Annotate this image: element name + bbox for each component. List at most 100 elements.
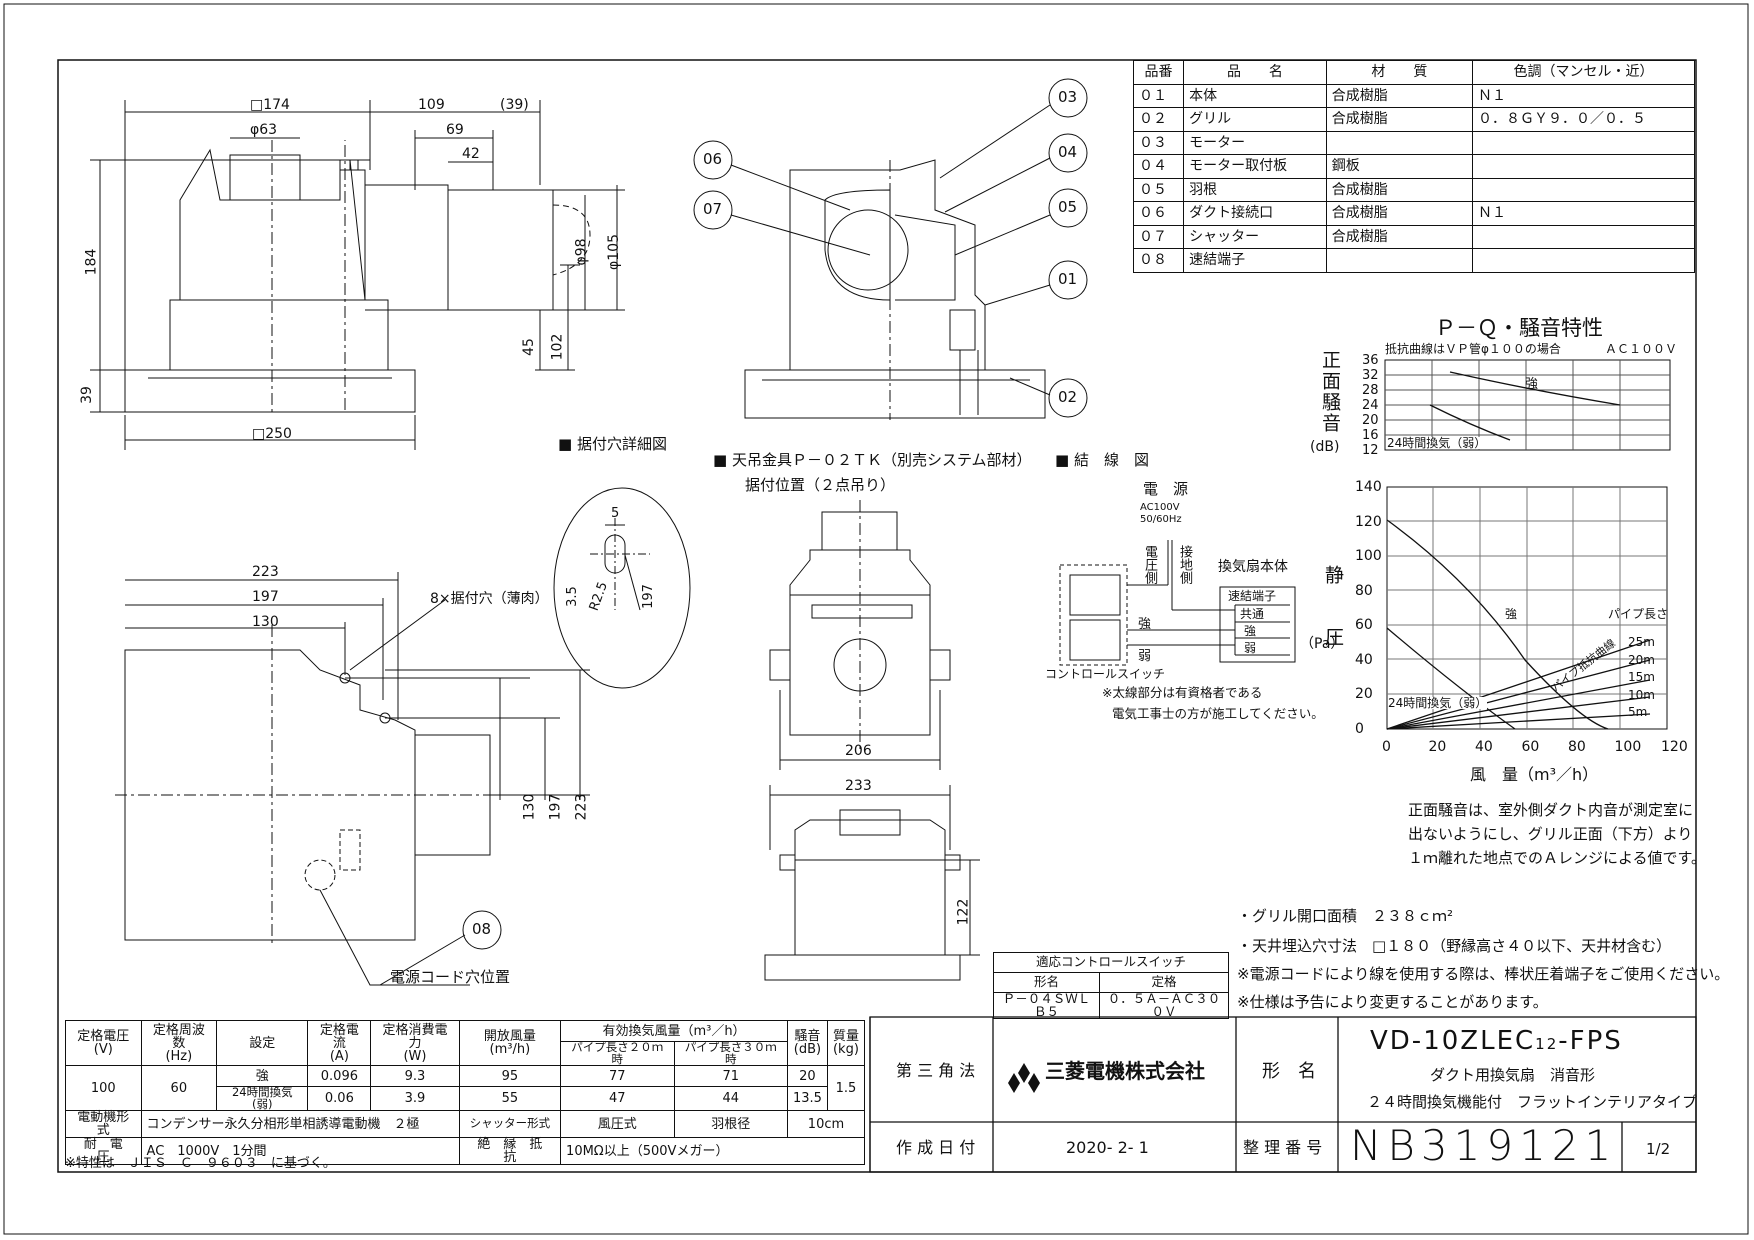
noise-chart-ylabel: 正面騒音 [1319, 350, 1341, 434]
wiring-switch: コントロールスイッチ [1045, 667, 1166, 681]
callout-04: 04 [1058, 143, 1078, 161]
parts-cell [1472, 248, 1695, 273]
spec-withstand: AC 1000V 1分間 [140, 1137, 460, 1165]
callout-01: 01 [1058, 270, 1078, 288]
pq-pipe-length-label: 15m [1628, 670, 1655, 684]
spec-r2-current: 0.06 [307, 1086, 372, 1111]
callout-06: 06 [703, 150, 723, 168]
model-main: VD-10ZLEC [1370, 1026, 1536, 1056]
parts-cell: ０４ [1132, 154, 1185, 179]
spec-h-current: 定格電流(A) [307, 1020, 372, 1066]
parts-cell [1325, 248, 1474, 273]
noise-series-weak: 24時間換気（弱） [1387, 436, 1487, 450]
switch-h1: 形名 [992, 972, 1101, 993]
spec-footnote: ※特性は ＪＩＳ Ｃ ９６０３ に基づく。 [65, 1156, 336, 1171]
parts-cell: ０．８ＧＹ９．０／０．５ [1472, 107, 1695, 132]
pq-series-weak: 24時間換気（弱） [1388, 696, 1488, 710]
spec-h-mass: 質量(kg) [826, 1020, 866, 1066]
model-number: VD-10ZLEC12-FPS [1370, 1028, 1623, 1054]
hole-detail-drawing [553, 487, 691, 689]
drawing-number: NB319121 [1350, 1121, 1618, 1170]
pq-chart-curves [1386, 519, 1651, 730]
spec-shutter-label: シャッター形式 [458, 1110, 562, 1138]
spec-r2-noise: 13.5 [786, 1086, 828, 1111]
noise-y-tick: 28 [1362, 383, 1379, 398]
plan-dim-v130: 130 [521, 793, 538, 821]
side-view-drawing [90, 100, 625, 450]
spec-r1-30m: 71 [673, 1065, 788, 1087]
switch-h2: 定格 [1099, 972, 1229, 993]
desc1: ダクト用換気扇 消音形 [1430, 1066, 1596, 1084]
title-block-frame [869, 1016, 1697, 1173]
pq-y-tick: 100 [1355, 548, 1382, 564]
parts-cell: ０７ [1132, 224, 1185, 249]
noise-chart-curves [1429, 371, 1621, 441]
pq-y-tick: 120 [1355, 513, 1382, 530]
wiring-weak-wire: 弱 [1138, 649, 1152, 664]
pq-note2: 出ないようにし、グリル正面（下方）より [1408, 825, 1693, 843]
wiring-terminal: 速結端子 [1228, 589, 1277, 603]
spec-r1-20m: 77 [560, 1065, 675, 1087]
pq-x-tick: 40 [1475, 739, 1493, 755]
pq-chart-grid [1386, 486, 1668, 730]
noise-y-tick: 12 [1362, 443, 1379, 458]
hole-dim-5: 5 [611, 506, 620, 521]
pq-pipe-length: パイプ長さ [1608, 607, 1669, 621]
hanger-title-text: 天吊金具Ｐ－０２ＴＫ（別売システム部材） [731, 451, 1032, 469]
spec-r2-setting: 24時間換気(弱) [216, 1086, 309, 1111]
noise-series-strong: 強 [1525, 377, 1539, 392]
dim-184: 184 [83, 248, 100, 276]
spec-h-noise: 騒音(dB) [786, 1020, 828, 1066]
dim-phi105: φ105 [605, 234, 622, 270]
section-view-drawing [744, 159, 1046, 420]
note-grille-area: ・グリル開口面積 ２３８ｃｍ² [1237, 907, 1454, 925]
pq-note3: １ｍ離れた地点でのＡレンジによる値です。 [1408, 849, 1707, 867]
parts-cell: モーター取付板 [1183, 154, 1327, 179]
noise-y-tick: 32 [1362, 368, 1379, 383]
wiring-title-text: 結 線 図 [1073, 451, 1149, 469]
company-name: 三菱電機株式会社 [1045, 1059, 1205, 1083]
spec-h-30m: パイプ長さ３０ｍ時 [673, 1041, 788, 1066]
wiring-body: 換気扇本体 [1218, 559, 1288, 575]
parts-cell: Ｎ１ [1472, 83, 1695, 108]
pq-chart-xlabel: 風 量（m³／h） [1470, 765, 1599, 784]
parts-cell: モーター [1183, 130, 1327, 155]
parts-cell: 合成樹脂 [1325, 201, 1474, 226]
spec-insulation-label: 絶 縁 抵 抗 [458, 1137, 562, 1165]
parts-cell: 本体 [1183, 83, 1327, 108]
wiring-hz: 50/60Hz [1140, 514, 1182, 525]
hanger-subtitle: 据付位置（２点吊り） [745, 476, 896, 494]
hole-detail-title: ■ 据付穴詳細図 [558, 435, 667, 453]
wiring-note1: ※太線部分は有資格者である [1102, 685, 1263, 700]
noise-y-tick: 16 [1362, 428, 1379, 443]
pq-pipe-length-label: 20m [1628, 652, 1655, 667]
note-spec-change: ※仕様は予告により変更することがあります。 [1237, 993, 1548, 1011]
spec-shutter: 風圧式 [560, 1110, 675, 1138]
pq-y-tick: 20 [1355, 686, 1373, 702]
spec-h-voltage: 定格電圧(V) [65, 1020, 142, 1066]
pq-note1: 正面騒音は、室外側ダクト内音が測定室に [1408, 801, 1694, 819]
spec-blade: 10cm [786, 1110, 866, 1138]
spec-motor: コンデンサー永久分相形単相誘導電動機 ２極 [140, 1110, 460, 1138]
hole-dim-197: 197 [640, 584, 656, 609]
parts-cell: ０１ [1132, 83, 1185, 108]
pq-y-tick: 60 [1355, 617, 1373, 633]
pq-x-tick: 80 [1568, 739, 1586, 755]
pq-y-tick: 140 [1355, 479, 1382, 495]
parts-cell [1472, 224, 1695, 249]
plan-dim-223: 223 [252, 564, 279, 580]
parts-cell: 合成樹脂 [1325, 224, 1474, 249]
pq-series-strong: 強 [1505, 607, 1518, 621]
callout-08: 08 [472, 920, 492, 938]
dim-102: 102 [549, 333, 566, 361]
parts-header-cell: 材 質 [1325, 60, 1474, 85]
parts-cell: 速結端子 [1183, 248, 1327, 273]
